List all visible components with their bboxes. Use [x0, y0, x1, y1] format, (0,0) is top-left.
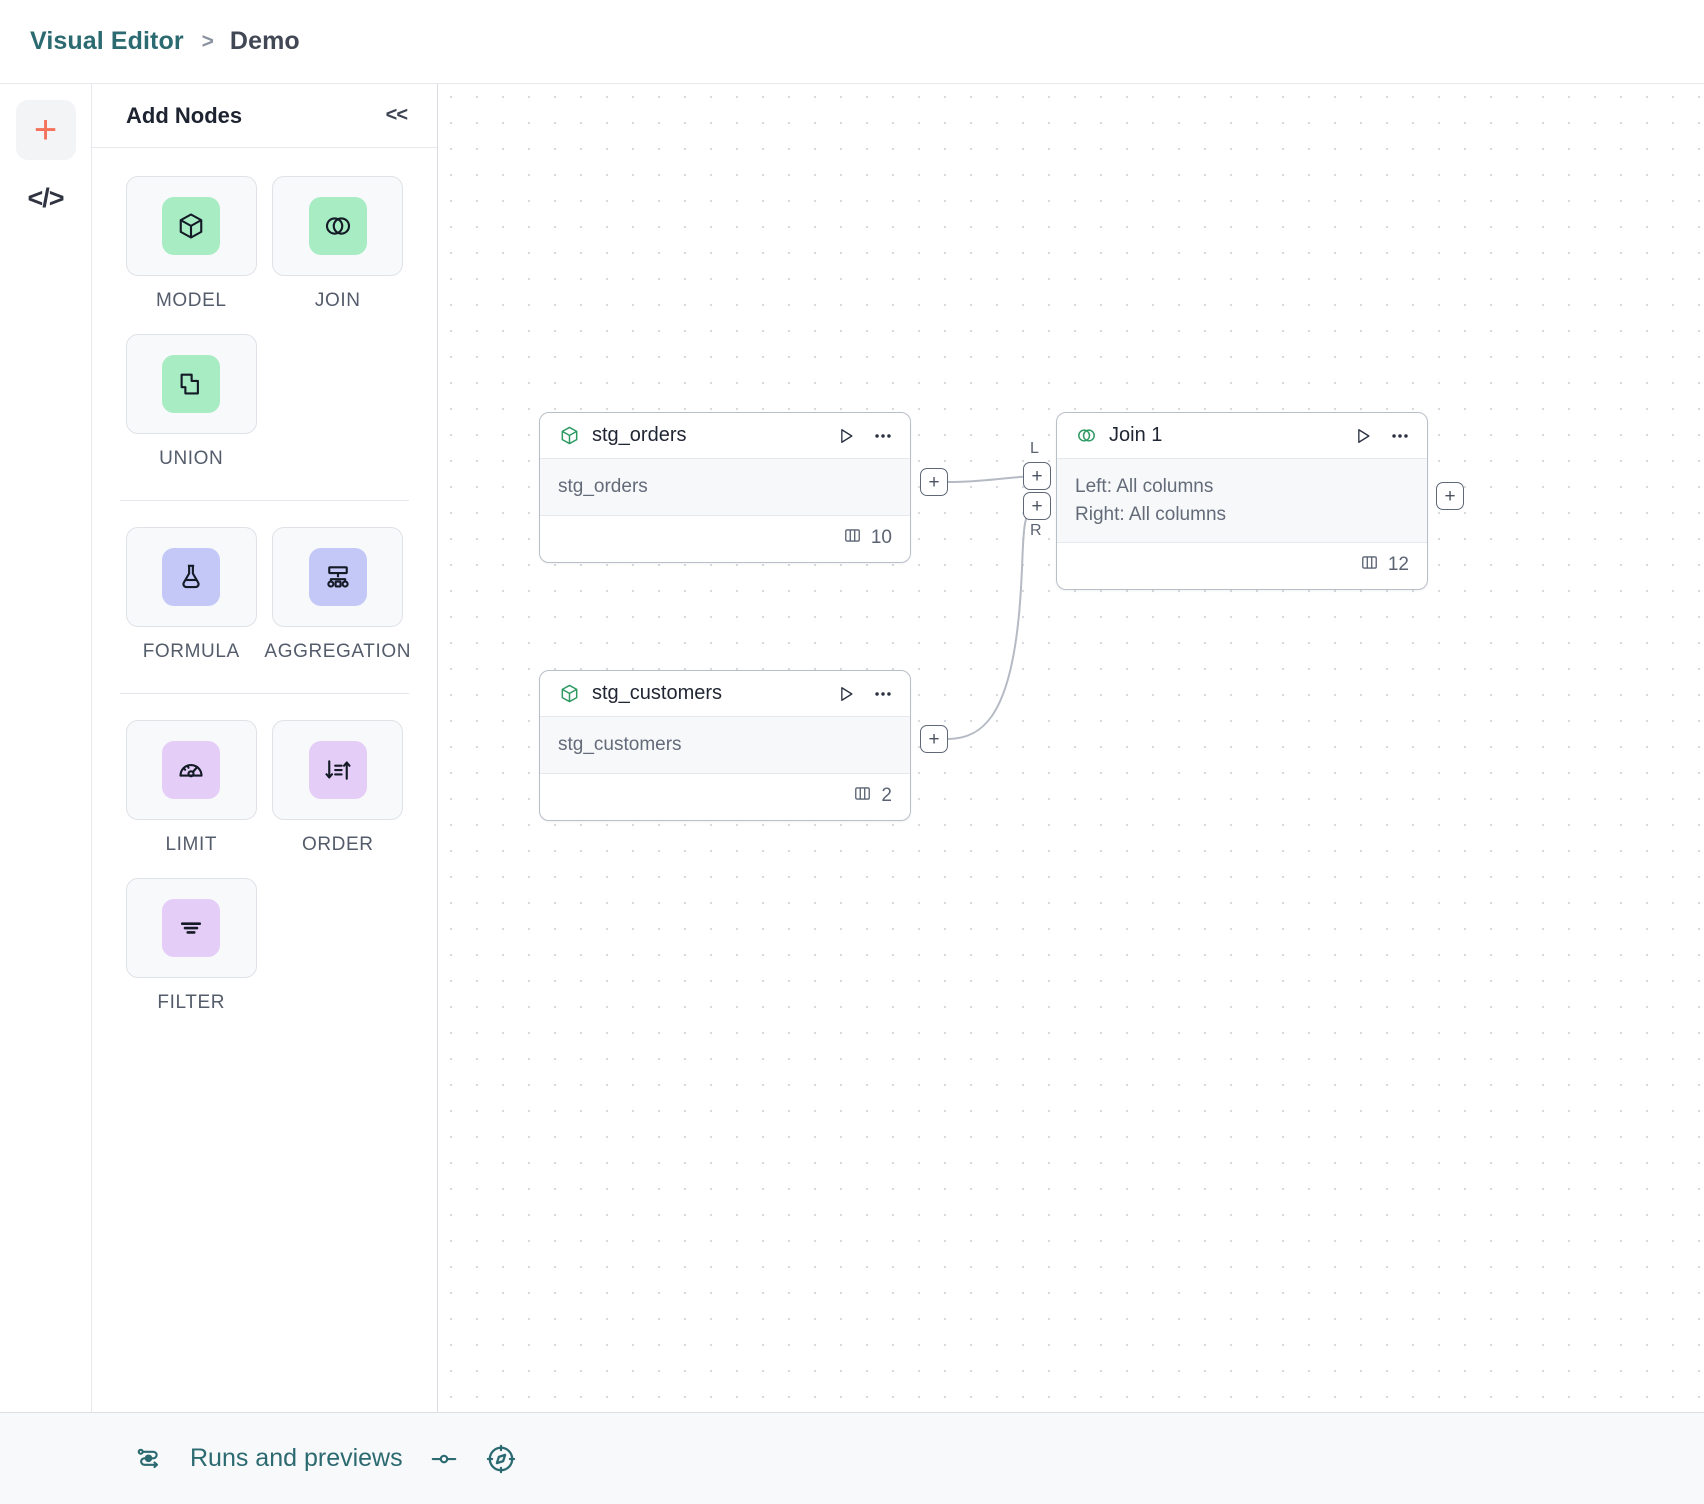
node-tile-label: MODEL	[155, 290, 227, 311]
editor-body: + </> Add Nodes <<	[0, 84, 1704, 1412]
node-tile-model[interactable]: MODEL	[118, 176, 265, 312]
hierarchy-icon	[308, 548, 367, 606]
node-stg-customers[interactable]: stg_customers stg_customers	[539, 670, 911, 821]
gauge-icon	[162, 741, 221, 799]
port-label-right: R	[1030, 522, 1042, 539]
node-tile-label: JOIN	[314, 290, 361, 311]
breadcrumb-root-link[interactable]: Visual Editor	[30, 27, 184, 55]
run-node-button[interactable]	[836, 426, 856, 446]
node-body: stg_orders	[540, 459, 910, 516]
node-body: stg_customers	[540, 717, 910, 774]
node-tile-label: FILTER	[157, 992, 226, 1013]
node-options-button[interactable]	[1389, 425, 1411, 447]
node-group-refine: LIMIT ORDER	[92, 720, 437, 1036]
flask-icon	[162, 548, 221, 606]
node-options-button[interactable]	[872, 425, 894, 447]
node-tile-formula[interactable]: FORMULA	[118, 527, 265, 663]
edge-orders-to-join	[947, 475, 1036, 483]
breadcrumb-bar: Visual Editor > Demo	[0, 0, 1704, 84]
node-header: Join 1	[1057, 413, 1427, 459]
plus-icon: +	[33, 108, 58, 152]
port-stg-customers-output[interactable]: +	[920, 725, 948, 753]
columns-icon	[853, 784, 872, 808]
node-tile-union[interactable]: UNION	[118, 334, 265, 470]
node-tile-filter[interactable]: FILTER	[118, 878, 265, 1014]
node-tile-label: LIMIT	[165, 834, 218, 855]
node-stg-orders[interactable]: stg_orders stg_orders	[539, 412, 911, 563]
left-icon-rail: + </>	[0, 84, 92, 1412]
pipeline-icon	[134, 1444, 164, 1474]
add-nodes-list: MODEL JOIN	[92, 148, 437, 1412]
venn-circles-icon	[1075, 425, 1097, 447]
node-body: Left: All columns Right: All columns	[1057, 459, 1427, 544]
node-tile-order[interactable]: ORDER	[265, 720, 412, 856]
node-footer: 12	[1057, 543, 1427, 589]
node-header: stg_orders	[540, 413, 910, 459]
port-label-left: L	[1030, 440, 1039, 457]
edge-customers-to-join	[947, 505, 1036, 740]
node-body-line-right: Right: All columns	[1075, 503, 1227, 525]
filter-icon	[162, 899, 221, 957]
sort-icon	[308, 741, 367, 799]
panel-divider	[120, 693, 409, 694]
port-stg-orders-output[interactable]: +	[920, 468, 948, 496]
node-tile-spacer	[265, 334, 412, 470]
node-footer: 10	[540, 516, 910, 562]
node-tile-label: UNION	[159, 448, 224, 469]
node-group-transforms: FORMULA	[92, 527, 437, 685]
node-join-1[interactable]: Join 1 Left: All columns Right: All	[1056, 412, 1428, 591]
node-tile-join[interactable]: JOIN	[265, 176, 412, 312]
node-options-button[interactable]	[872, 683, 894, 705]
node-group-sources: MODEL JOIN	[92, 176, 437, 492]
bottom-status-bar: Runs and previews	[0, 1412, 1704, 1504]
column-count: 12	[1387, 554, 1409, 576]
panel-divider	[120, 500, 409, 501]
columns-icon	[1360, 553, 1379, 577]
node-body-line: stg_customers	[558, 734, 682, 755]
port-join-input-left[interactable]: +	[1023, 462, 1051, 490]
run-node-button[interactable]	[836, 684, 856, 704]
overlapping-squares-icon	[162, 355, 221, 413]
collapse-panel-button[interactable]: <<	[385, 104, 408, 126]
panel-title: Add Nodes	[126, 102, 243, 128]
add-nodes-panel: Add Nodes <<	[92, 84, 438, 1412]
venn-circles-icon	[308, 197, 367, 255]
node-title: stg_orders	[592, 424, 687, 446]
node-body-line-left: Left: All columns	[1075, 476, 1214, 497]
breadcrumb-current-page: Demo	[229, 27, 300, 55]
runs-and-previews-label[interactable]: Runs and previews	[190, 1444, 403, 1472]
code-icon: </>	[27, 182, 64, 213]
compass-icon[interactable]	[485, 1443, 517, 1475]
port-join-input-right[interactable]: +	[1023, 492, 1051, 520]
node-body-line: stg_orders	[558, 476, 648, 497]
node-tile-label: AGGREGATION	[264, 641, 412, 662]
node-tile-label: FORMULA	[142, 641, 240, 662]
column-count: 2	[881, 784, 892, 806]
breadcrumb-separator-icon: >	[201, 29, 214, 53]
node-header: stg_customers	[540, 671, 910, 717]
cube-icon	[558, 683, 580, 705]
node-footer: 2	[540, 774, 910, 820]
node-tile-limit[interactable]: LIMIT	[118, 720, 265, 856]
node-title: Join 1	[1109, 424, 1163, 446]
node-title: stg_customers	[592, 682, 723, 704]
flow-canvas[interactable]: stg_orders stg_orders	[438, 84, 1704, 1412]
cube-icon	[162, 197, 221, 255]
cube-icon	[558, 425, 580, 447]
slider-icon[interactable]	[429, 1444, 459, 1474]
node-tile-label: ORDER	[301, 834, 374, 855]
columns-icon	[843, 526, 862, 550]
column-count: 10	[870, 526, 892, 548]
port-join-output[interactable]: +	[1436, 482, 1464, 510]
runs-and-previews-group: Runs and previews	[92, 1443, 517, 1475]
node-tile-aggregation[interactable]: AGGREGATION	[264, 527, 412, 663]
add-nodes-panel-header: Add Nodes <<	[92, 84, 437, 148]
run-node-button[interactable]	[1353, 426, 1373, 446]
node-tile-spacer	[265, 878, 412, 1014]
add-node-button[interactable]: +	[15, 100, 76, 160]
code-view-button[interactable]: </>	[16, 168, 76, 228]
